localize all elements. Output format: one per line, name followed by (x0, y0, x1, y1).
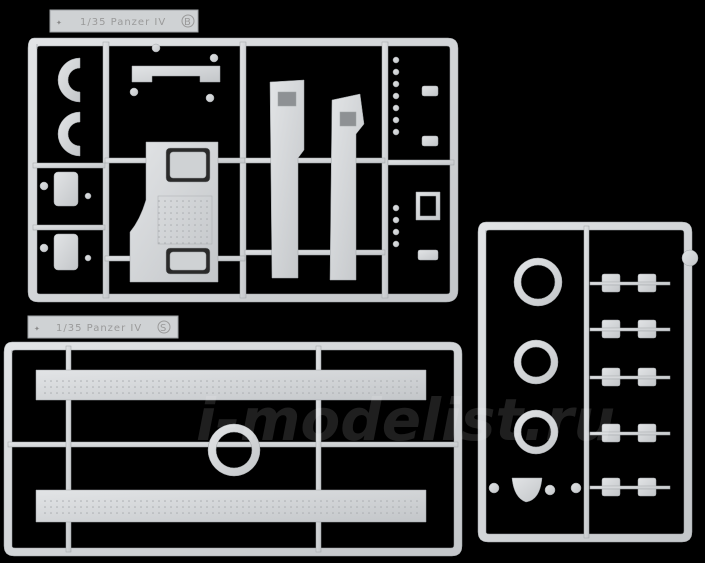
crescent-part (57, 111, 81, 157)
sprue-b-frame (27, 37, 459, 303)
sprue-b-code: B (184, 17, 192, 28)
bracket-part (131, 65, 221, 83)
side-plate (329, 93, 365, 281)
sprue-g (477, 221, 699, 543)
small-parts-grid (589, 273, 671, 497)
sprue-b-runner (387, 159, 455, 166)
small-part (53, 171, 79, 207)
sprue-b-runner (32, 162, 106, 169)
sprue-s (3, 341, 463, 557)
sprue-s-code: S (160, 323, 167, 334)
ring-part (513, 409, 559, 455)
sprue-b-runner (244, 249, 386, 256)
sprue-b-runner (244, 157, 386, 164)
sprue-b-label: 1/35 Panzer IV (80, 17, 166, 28)
sprue-g-frame (477, 221, 693, 543)
sprue-b-runner (381, 41, 389, 299)
watermark: i-modelist.ru (196, 386, 615, 454)
sprue-b-tag: ✦ 1/35 Panzer IV B (49, 9, 199, 33)
ring-part (513, 257, 563, 307)
sprue-s-frame (3, 341, 463, 557)
sprue-s-tag: ✦ 1/35 Panzer IV S (27, 315, 179, 339)
small-part (53, 233, 79, 271)
side-plate (269, 79, 305, 279)
small-part (511, 477, 543, 503)
ring-part (207, 423, 261, 477)
sprue-b (27, 37, 459, 303)
sprue-s-label: 1/35 Panzer IV (56, 323, 142, 334)
crescent-part (57, 57, 81, 103)
sprue-b-runner (32, 224, 106, 231)
ring-part (513, 339, 559, 385)
sprue-b-runner (239, 41, 247, 299)
svg-text:✦: ✦ (56, 19, 62, 27)
svg-text:✦: ✦ (34, 325, 40, 333)
sprue-b-runner (102, 41, 110, 299)
